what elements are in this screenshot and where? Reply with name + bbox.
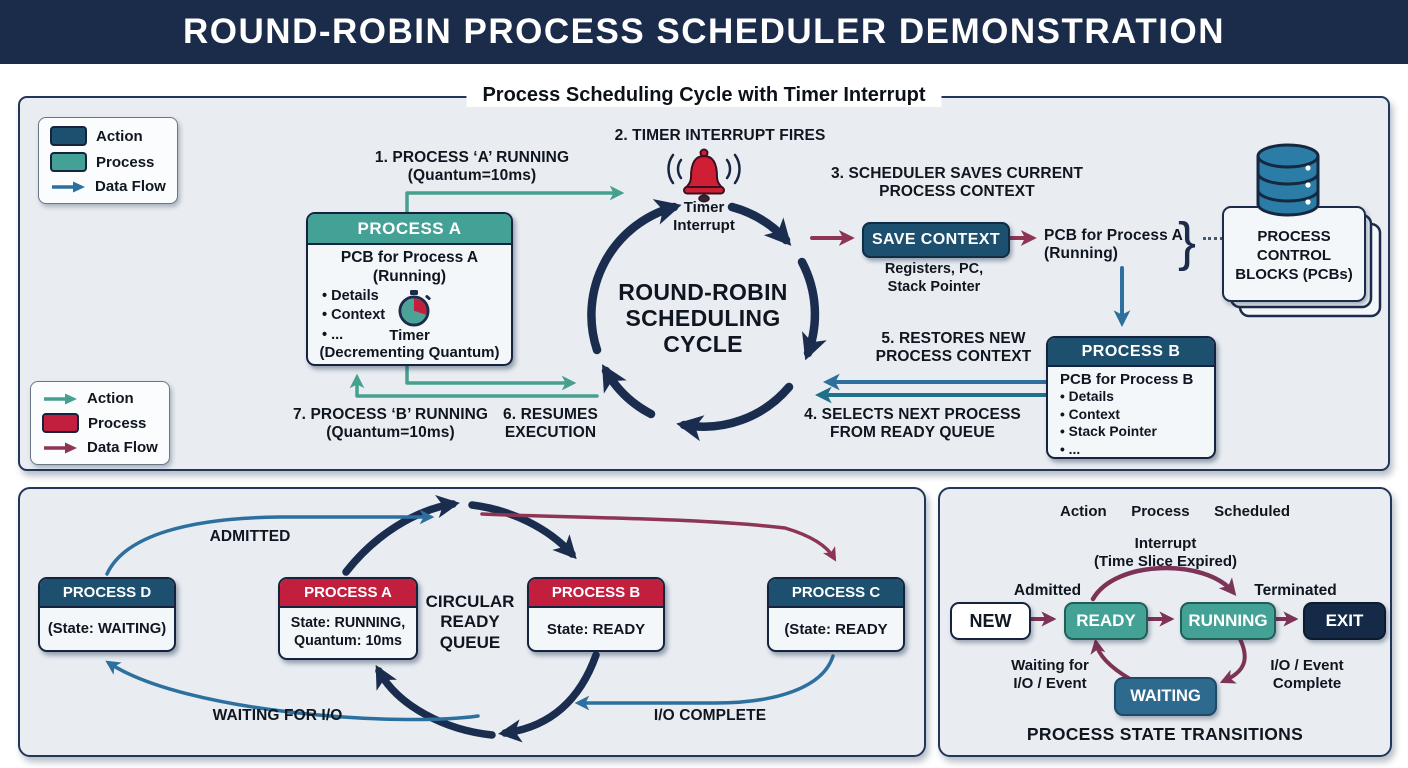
legend-label: Process	[88, 414, 147, 432]
states-legend-scheduled: Scheduled	[1214, 503, 1290, 520]
process-b-card: PROCESS B PCB for Process B Details Cont…	[1046, 336, 1216, 459]
waiting-for-event-label: Waiting for I/O / Event	[1011, 657, 1089, 692]
legend-row-dataflow: Data Flow	[42, 439, 158, 456]
state-running: RUNNING	[1180, 602, 1276, 640]
process-a-queue-card: PROCESS A State: RUNNING, Quantum: 10ms	[278, 577, 418, 660]
timer-interrupt-label: Timer Interrupt	[673, 199, 735, 234]
states-legend-row: Action Process Scheduled	[1060, 503, 1290, 520]
queue-maroon-arrow	[480, 512, 837, 562]
interrupt-label: Interrupt (Time Slice Expired)	[1093, 535, 1238, 570]
state-transition-arrows	[1027, 565, 1299, 684]
cycle-arrows	[587, 199, 827, 442]
bullet-item: ...	[322, 326, 385, 345]
process-a-line1: PCB for Process A	[340, 249, 479, 266]
process-swatch	[42, 413, 79, 433]
process-swatch	[50, 152, 87, 172]
queue-cycle-arrows	[342, 495, 600, 743]
step-1-label: 1. PROCESS ‘A’ RUNNING (Quantum=10ms)	[374, 149, 570, 185]
process-b-header: PROCESS B	[1048, 338, 1214, 367]
legend-label: Action	[96, 127, 143, 145]
bullet-item: Context	[322, 306, 385, 325]
legend-label: Data Flow	[87, 439, 158, 456]
legend-bottom: Action Process Data Flow	[30, 381, 170, 465]
circular-queue-label: CIRCULAR READY QUEUE	[425, 592, 515, 652]
bell-icon	[667, 148, 741, 203]
pcb-store-card: PROCESS CONTROL BLOCKS (PCBs)	[1222, 206, 1366, 302]
queue-thin-arrows	[105, 509, 835, 722]
io-complete-label: I/O COMPLETE	[653, 707, 767, 724]
dataflow-arrow-icon	[44, 442, 77, 453]
state-ready: READY	[1064, 602, 1148, 640]
state-exit: EXIT	[1303, 602, 1386, 640]
step-3-label: 3. SCHEDULER SAVES CURRENT PROCESS CONTE…	[830, 165, 1084, 201]
action-arrows-teal	[349, 185, 625, 398]
steel-arrows	[822, 266, 1131, 391]
legend-row-action: Action	[42, 390, 158, 407]
states-legend-action: Action	[1060, 503, 1107, 520]
state-new: NEW	[950, 602, 1031, 640]
states-legend-process: Process	[1131, 503, 1190, 520]
page-title: ROUND-ROBIN PROCESS SCHEDULER DEMONSTRAT…	[183, 12, 1225, 51]
dataflow-arrow-icon	[52, 181, 85, 192]
process-a-card: PROCESS A PCB for Process A (Running) De…	[306, 212, 513, 366]
legend-row-process: Process	[42, 413, 158, 433]
bullet-item: Details	[322, 287, 385, 306]
cycle-label: ROUND-ROBIN SCHEDULING CYCLE	[618, 279, 788, 357]
queue-card-state: (State: WAITING)	[47, 621, 167, 637]
states-panel-title: PROCESS STATE TRANSITIONS	[1026, 724, 1304, 744]
queue-card-header: PROCESS B	[529, 579, 663, 608]
pcb-a-note: PCB for Process A (Running)	[1044, 227, 1183, 263]
queue-card-state: State: READY	[546, 620, 646, 638]
process-a-body: PCB for Process A (Running) Details Cont…	[308, 245, 511, 364]
legend-row-dataflow: Data Flow	[50, 178, 166, 195]
database-icon	[1256, 143, 1320, 217]
admitted-transition-label: Admitted	[1013, 582, 1082, 599]
process-d-queue-card: PROCESS D (State: WAITING)	[38, 577, 176, 652]
stopwatch-icon	[398, 290, 431, 327]
queue-card-header: PROCESS C	[769, 579, 903, 608]
step-5-label: 5. RESTORES NEW PROCESS CONTEXT	[875, 330, 1032, 366]
process-b-line1: PCB for Process B	[1060, 371, 1194, 388]
process-b-queue-card: PROCESS B State: READY	[527, 577, 665, 652]
save-context-button: SAVE CONTEXT	[862, 222, 1010, 258]
legend-row-action: Action	[50, 126, 166, 146]
waiting-for-io-label: WAITING FOR I/O	[212, 707, 343, 724]
step-4-label: 4. SELECTS NEXT PROCESS FROM READY QUEUE	[804, 406, 1021, 442]
step-6-label: 6. RESUMES EXECUTION	[503, 406, 598, 442]
legend-label: Process	[96, 153, 155, 171]
save-context-detail: Registers, PC, Stack Pointer	[884, 261, 984, 296]
process-a-bullets: Details Context ...	[322, 287, 385, 345]
admitted-label: ADMITTED	[209, 528, 291, 545]
top-panel-title: Process Scheduling Cycle with Timer Inte…	[466, 84, 942, 107]
terminated-transition-label: Terminated	[1254, 582, 1337, 599]
process-a-timer-label: Timer (Decrementing Quantum)	[319, 326, 500, 361]
brace-icon: }	[1178, 212, 1197, 272]
queue-card-header: PROCESS D	[40, 579, 174, 608]
action-arrow-icon	[44, 393, 77, 404]
process-b-bullets: Details Context Stack Pointer ...	[1060, 388, 1206, 457]
legend-top: Action Process Data Flow	[38, 117, 178, 204]
process-a-header: PROCESS A	[308, 214, 511, 245]
step-2-label: 2. TIMER INTERRUPT FIRES	[614, 127, 826, 144]
step-7-label: 7. PROCESS ‘B’ RUNNING (Quantum=10ms)	[292, 406, 489, 442]
io-event-complete-label: I/O / Event Complete	[1270, 657, 1344, 692]
legend-label: Action	[87, 390, 134, 407]
legend-row-process: Process	[50, 152, 166, 172]
pcb-store-label: PROCESS CONTROL BLOCKS (PCBs)	[1235, 228, 1353, 283]
header-bar: ROUND-ROBIN PROCESS SCHEDULER DEMONSTRAT…	[0, 0, 1408, 64]
legend-label: Data Flow	[95, 178, 166, 195]
bullet-item: Context	[1060, 406, 1206, 424]
bullet-item: Details	[1060, 388, 1206, 406]
process-a-line2: (Running)	[372, 267, 447, 285]
dotted-connector	[1203, 237, 1223, 240]
process-b-body: PCB for Process B Details Context Stack …	[1048, 367, 1214, 457]
queue-card-state: (State: READY	[784, 620, 888, 638]
bullet-item: ...	[1060, 441, 1206, 457]
action-swatch	[50, 126, 87, 146]
state-waiting: WAITING	[1114, 677, 1217, 716]
bullet-item: Stack Pointer	[1060, 423, 1206, 441]
process-c-queue-card: PROCESS C (State: READY	[767, 577, 905, 652]
queue-card-header: PROCESS A	[280, 579, 416, 608]
queue-card-state: State: RUNNING, Quantum: 10ms	[290, 615, 406, 649]
